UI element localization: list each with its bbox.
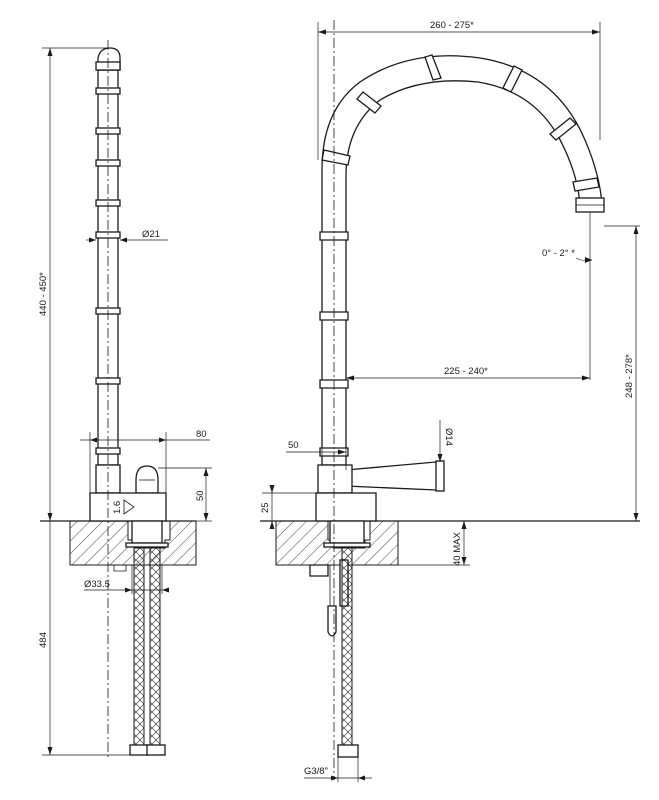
- dim-base-height: 25: [260, 485, 316, 529]
- label-shank-diameter: Ø33.5: [84, 579, 110, 590]
- hose-right: [341, 546, 353, 746]
- label-reach-total: 260 - 275*: [430, 20, 474, 31]
- dim-spout-diameter: Ø21: [86, 229, 168, 243]
- dim-outlet-height: 248 - 278*: [604, 225, 640, 521]
- shank-left: [131, 520, 163, 544]
- hose-nut-left-1: [129, 744, 149, 756]
- front-view: 1.6 440 - 450* 484: [38, 40, 212, 760]
- fixing-bracket-right: [309, 564, 329, 577]
- rotation-triangle-icon: [123, 499, 135, 515]
- label-hose-length: 484: [38, 632, 49, 648]
- hose-left-1: [133, 546, 145, 746]
- lever-handle-right: [345, 461, 441, 491]
- label-outlet-height: 248 - 278*: [624, 354, 635, 398]
- lever-end-cap: [435, 460, 445, 492]
- label-lever-diameter: Ø14: [443, 428, 454, 446]
- hose-nut-right: [337, 744, 359, 758]
- label-deck-max: 40 MAX: [452, 532, 463, 566]
- dim-reach: 225 - 240*: [346, 366, 590, 381]
- dim-angle: 0° - 2° *: [542, 212, 593, 380]
- gooseneck-spout: [321, 55, 603, 466]
- dim-hose-length: 484: [38, 521, 130, 756]
- spout-collar-right: [317, 464, 353, 494]
- label-base-height: 25: [260, 502, 271, 513]
- dim-shank-diameter: Ø33.5: [84, 565, 169, 594]
- mounting-bolt-right: [327, 605, 337, 637]
- label-connection: G3/8": [304, 766, 328, 777]
- shank-right: [329, 520, 365, 544]
- dim-lever-offset: 50: [286, 440, 347, 470]
- body-block-left: [89, 492, 167, 522]
- label-offset: 80: [196, 429, 207, 440]
- dim-connection: G3/8": [304, 757, 372, 782]
- label-reach: 225 - 240*: [444, 366, 488, 377]
- label-angle: 0° - 2° *: [542, 248, 575, 259]
- dim-offset-80: 80: [80, 429, 210, 493]
- label-spout-diameter: Ø21: [142, 229, 160, 240]
- label-lever-offset: 50: [288, 440, 299, 451]
- hose-left-2: [149, 546, 161, 746]
- shank-nut-left: [125, 542, 169, 548]
- dim-total-height: 440 - 450*: [38, 47, 108, 521]
- hose-nut-left-2: [146, 744, 166, 756]
- dim-deck-max: 40 MAX: [398, 521, 470, 566]
- label-total-height: 440 - 450*: [38, 272, 49, 316]
- lever-knob-left: [135, 465, 159, 494]
- fixing-bracket-left: [113, 564, 127, 572]
- label-body-height: 50: [195, 490, 206, 501]
- body-base-right: [315, 492, 377, 522]
- dim-lever-diameter: Ø14: [437, 420, 454, 462]
- side-view: 260 - 275* 0° - 2° * 225 - 240* 248 - 27…: [260, 20, 640, 782]
- dim-reach-total: 260 - 275*: [317, 20, 601, 160]
- shank-nut-right: [323, 542, 371, 548]
- dim-body-height: 50: [158, 467, 212, 522]
- label-cartridge: 1.6: [112, 501, 123, 514]
